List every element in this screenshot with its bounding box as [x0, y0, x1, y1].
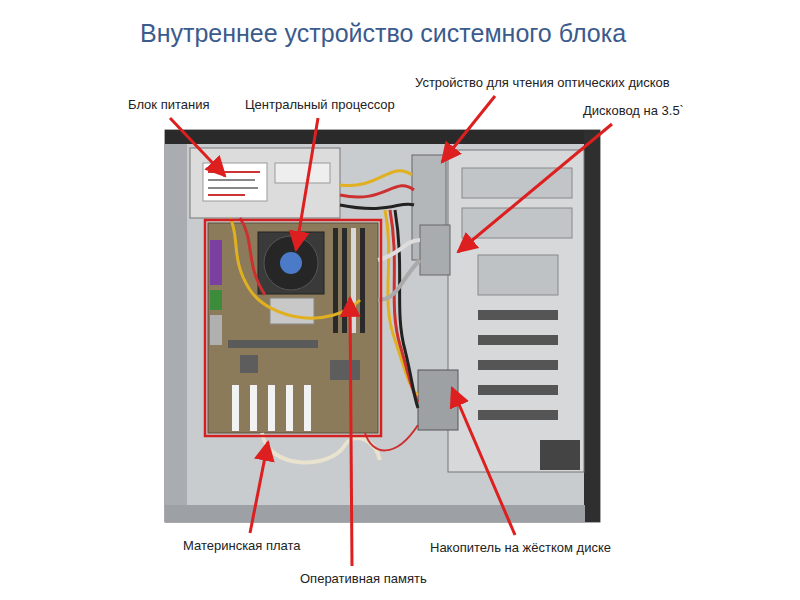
- power-cable: [240, 218, 265, 295]
- data-cable: [378, 260, 420, 300]
- sticker-line: [208, 171, 260, 173]
- leader-arrow: [452, 388, 515, 535]
- bay-slit: [478, 410, 558, 420]
- fan-hub: [280, 252, 302, 274]
- ram-slot: [360, 228, 365, 333]
- highlight-frame: [205, 220, 381, 436]
- part-label: Центральный процессор: [245, 97, 395, 113]
- bay-slit: [478, 360, 558, 370]
- bay-slit: [478, 310, 558, 320]
- sticker-line: [208, 187, 258, 189]
- ram-slot: [333, 228, 338, 333]
- power-cable: [340, 186, 414, 197]
- leader-arrow: [170, 118, 225, 176]
- ram-slot: [342, 228, 347, 333]
- power-cable: [230, 218, 360, 318]
- case-fan: [540, 440, 580, 470]
- leader-arrow: [250, 442, 268, 533]
- power-cable: [390, 210, 418, 402]
- pci-slot: [250, 385, 257, 431]
- part-label: Дисковод на 3.5`: [583, 103, 684, 119]
- sticker-line: [208, 179, 255, 181]
- front-panel-cable: [365, 425, 418, 450]
- ram-slot: [351, 228, 356, 333]
- power-cable: [340, 171, 412, 186]
- chip: [330, 360, 360, 380]
- power-cable: [340, 204, 414, 209]
- motherboard: [208, 223, 378, 433]
- sticker-line: [208, 194, 245, 196]
- cpu-fan: [264, 236, 318, 290]
- drive-bay: [478, 255, 558, 295]
- part-label: Материнская плата: [183, 538, 301, 554]
- part-label: Устройство для чтения оптических дисков: [415, 75, 670, 91]
- psu-sticker: [275, 163, 330, 183]
- bay-slit: [478, 385, 558, 395]
- power-supply: [190, 148, 340, 218]
- leader-arrow: [442, 96, 495, 162]
- pci-slot: [268, 385, 275, 431]
- floppy-drive: [420, 225, 450, 275]
- leader-arrow: [296, 118, 318, 250]
- io-port: [210, 290, 222, 310]
- case-side-edge: [584, 130, 600, 522]
- io-port: [210, 315, 222, 345]
- psu-sticker: [203, 163, 267, 201]
- page-title: Внутреннее устройство системного блока: [140, 18, 626, 48]
- bay-slit: [478, 335, 558, 345]
- case-rear-panel: [165, 144, 187, 522]
- leader-arrow: [458, 124, 612, 252]
- agp-slot: [228, 340, 318, 348]
- hard-drive: [418, 370, 458, 430]
- front-panel-cable: [262, 433, 380, 462]
- power-cable: [385, 210, 418, 395]
- pci-slot: [304, 385, 311, 431]
- io-port: [210, 240, 222, 285]
- pci-slot: [232, 385, 239, 431]
- leader-arrow: [350, 298, 352, 566]
- part-label: Накопитель на жёстком диске: [430, 540, 611, 556]
- chip: [240, 355, 258, 373]
- case-top-edge: [165, 130, 600, 144]
- pci-slot: [286, 385, 293, 431]
- data-cable: [378, 240, 420, 260]
- part-label: Оперативная память: [300, 571, 427, 587]
- cpu-cooler: [258, 232, 324, 294]
- case-bottom: [165, 505, 585, 522]
- part-label: Блок питания: [128, 97, 209, 113]
